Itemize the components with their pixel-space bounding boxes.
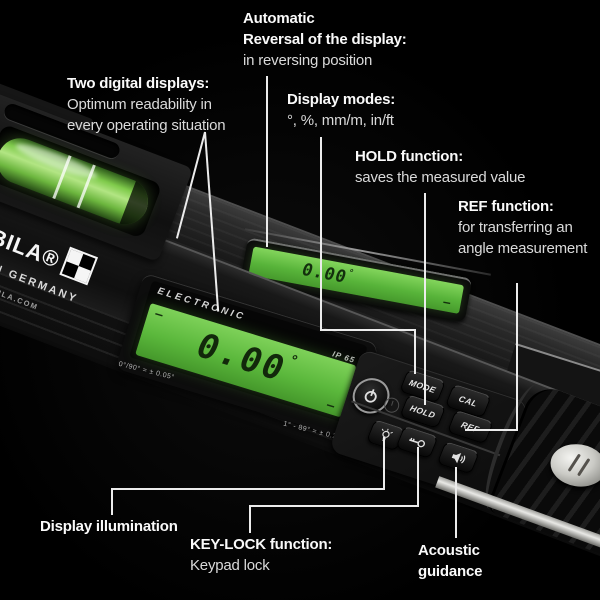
label-hold: HOLD function: saves the measured value (355, 148, 526, 186)
power-button (347, 373, 395, 419)
power-icon (364, 389, 377, 403)
label-acoustic: Acoustic guidance (418, 542, 483, 580)
speaker-icon (451, 452, 465, 464)
callout-line-auto-reversal (266, 76, 268, 247)
label-two-displays: Two digital displays: Optimum readabilit… (67, 75, 226, 134)
label-keylock: KEY-LOCK function: Keypad lock (190, 536, 333, 574)
label-illumination: Display illumination (40, 518, 178, 535)
label-ref: REF function: for transferring an angle … (458, 198, 588, 257)
callout-line-illumination-v1 (383, 437, 385, 490)
label-display-modes: Display modes: °, %, mm/m, in/ft (287, 91, 396, 129)
callout-line-hold (424, 193, 426, 405)
callout-line-display-modes-v2 (414, 329, 416, 374)
keylock-button (395, 425, 439, 460)
callout-line-illumination-v2 (111, 488, 113, 515)
callout-line-display-modes-v1 (320, 137, 322, 331)
callout-line-ref-h (465, 429, 518, 431)
label-auto-reversal: Automatic Reversal of the display: in re… (243, 10, 407, 69)
callout-line-keylock-h (249, 505, 419, 507)
callout-line-acoustic (455, 467, 457, 538)
key-icon (409, 437, 426, 448)
keypad-panel: MODE CAL HOLD REF (329, 348, 529, 505)
callout-line-keylock-v1 (417, 447, 419, 507)
callout-line-illumination-h (111, 488, 385, 490)
callout-line-ref-v (516, 283, 518, 431)
callout-line-display-modes-h (320, 329, 416, 331)
spirit-level: 0.00° – STABILA® MADE IN GERMANY WWW.STA… (0, 12, 600, 600)
callout-line-two-displays-b (175, 131, 206, 239)
acoustic-button (436, 441, 480, 475)
callout-line-two-displays-a (204, 131, 220, 312)
callout-line-keylock-v2 (249, 505, 251, 533)
